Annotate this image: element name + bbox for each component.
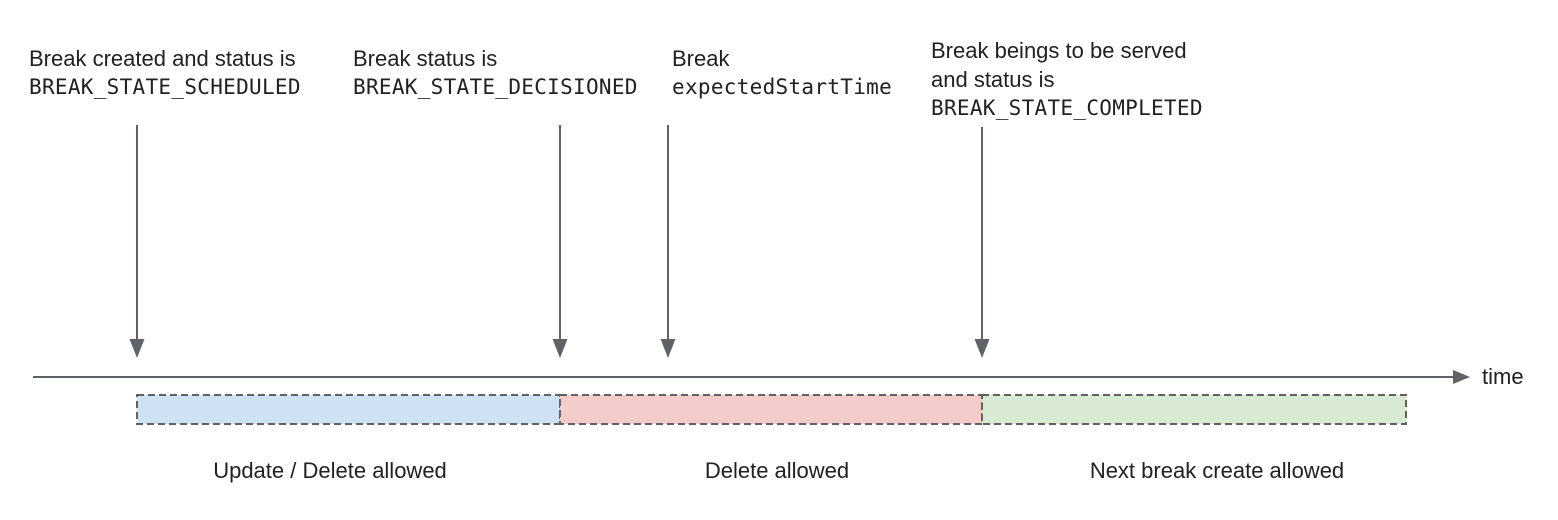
time-axis-arrowhead-icon — [1453, 370, 1470, 384]
region-bar-update-delete — [136, 394, 561, 425]
annotation-code: BREAK_STATE_SCHEDULED — [29, 75, 301, 99]
event-arrow-expected-start — [660, 125, 676, 358]
annotation-expected-start: Break expectedStartTime — [672, 44, 892, 102]
time-axis-label: time — [1482, 364, 1524, 389]
arrow-down-icon — [552, 339, 568, 358]
event-arrow-decisioned — [552, 125, 568, 358]
annotation-code: BREAK_STATE_DECISIONED — [353, 75, 638, 99]
annotation-text: Break — [672, 46, 730, 71]
annotation-code: expectedStartTime — [672, 75, 893, 99]
arrow-down-icon — [129, 339, 145, 358]
event-arrow-completed — [974, 127, 990, 358]
annotation-text: Break created and status is — [29, 46, 296, 71]
region-label-delete: Delete allowed — [704, 458, 850, 483]
region-bar-next-break — [981, 394, 1407, 425]
annotation-completed: Break beings to be served and status is … — [931, 36, 1203, 123]
region-bar-delete — [559, 394, 983, 425]
annotation-code: BREAK_STATE_COMPLETED — [931, 96, 1203, 120]
arrow-down-icon — [660, 339, 676, 358]
event-arrow-scheduled — [129, 125, 145, 358]
annotation-decisioned: Break status is BREAK_STATE_DECISIONED — [353, 44, 638, 102]
annotation-scheduled: Break created and status is BREAK_STATE_… — [29, 44, 301, 102]
annotation-text: Break beings to be served — [931, 38, 1187, 63]
region-label-update-delete: Update / Delete allowed — [213, 458, 447, 483]
annotation-text: and status is — [931, 67, 1055, 92]
annotation-text: Break status is — [353, 46, 498, 71]
region-label-next-break: Next break create allowed — [1089, 458, 1345, 483]
arrow-down-icon — [974, 339, 990, 358]
